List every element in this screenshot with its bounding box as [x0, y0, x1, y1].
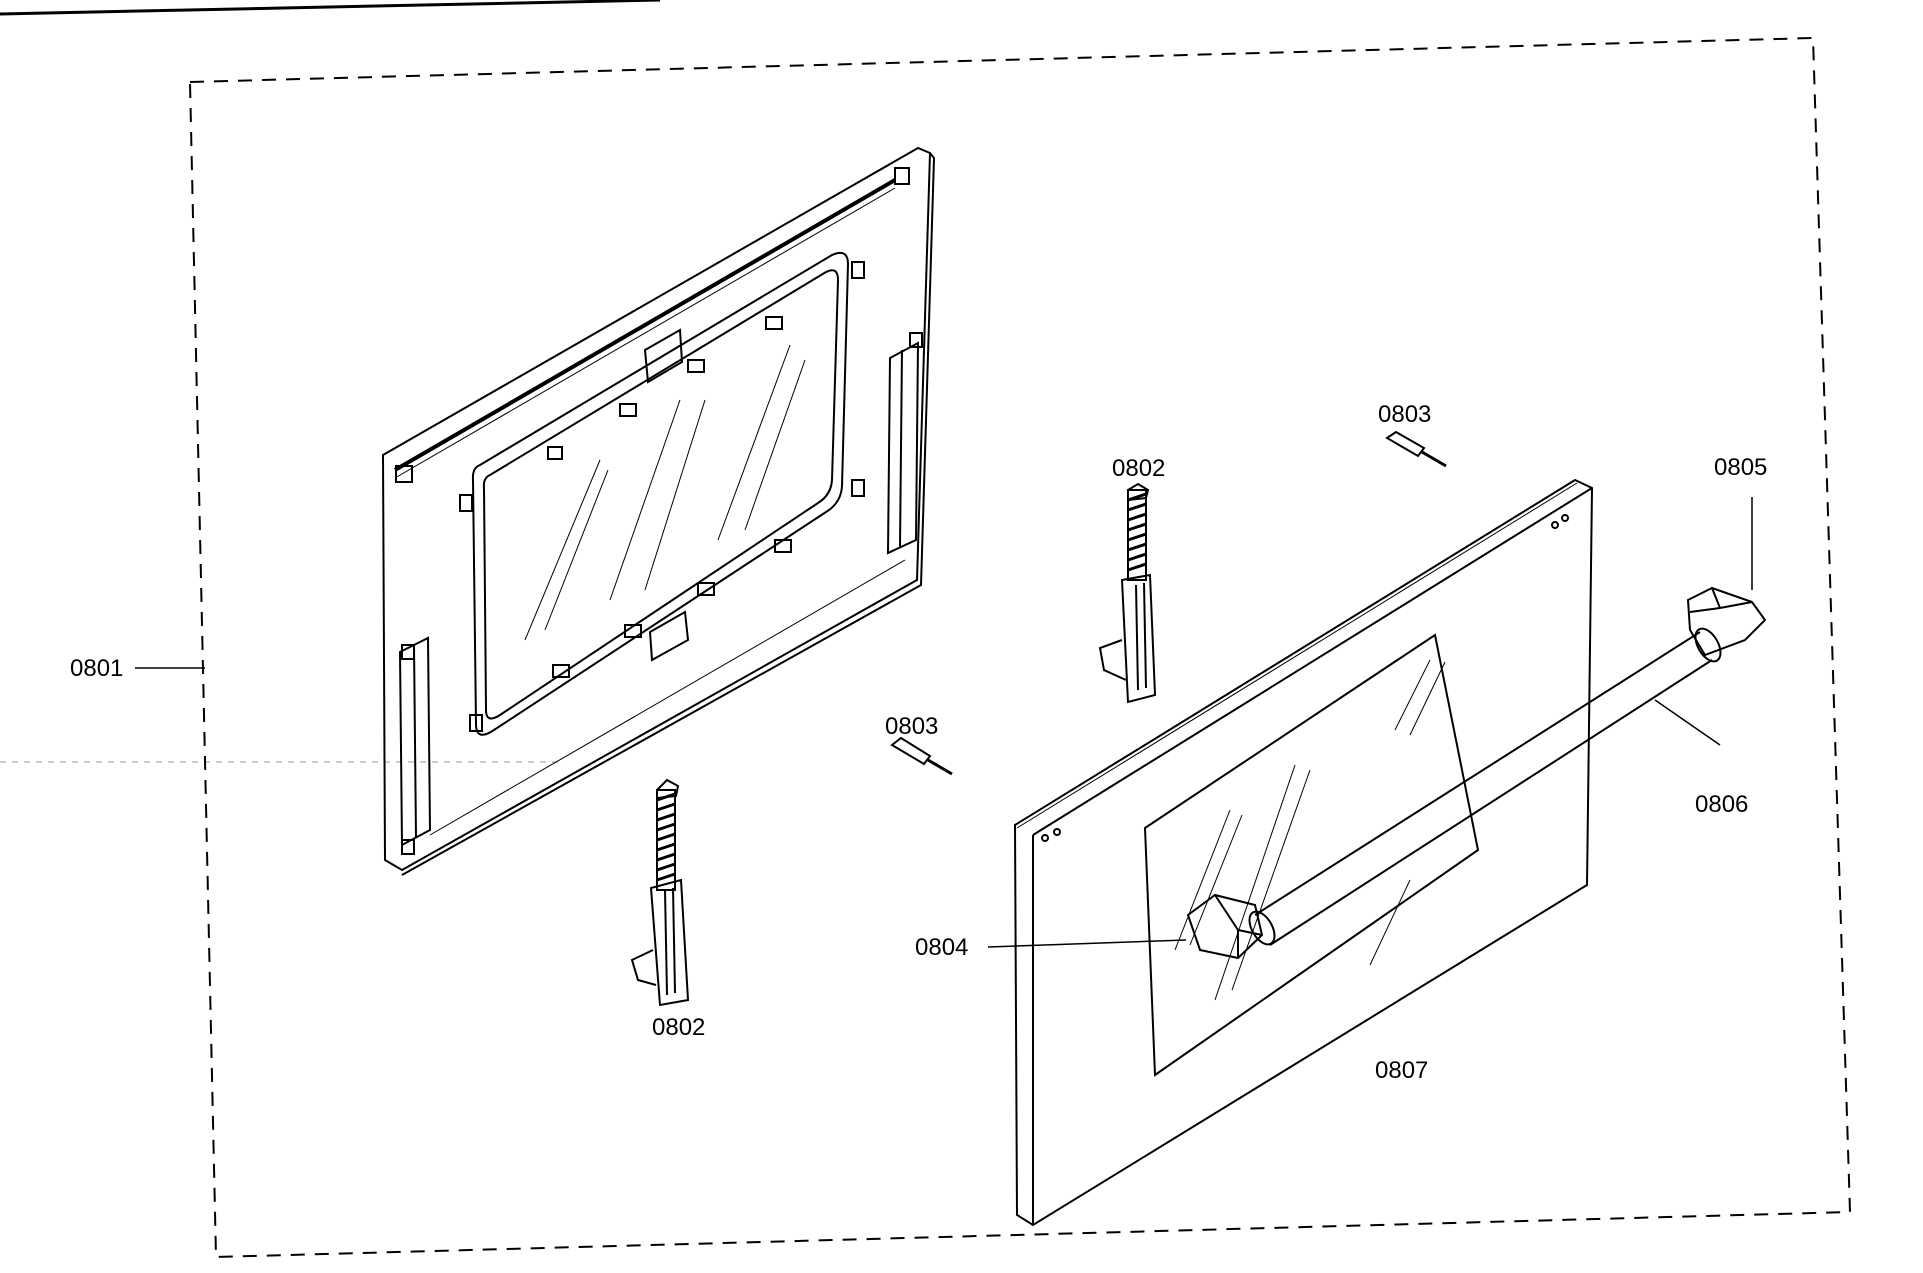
label-0806: 0806 [1695, 791, 1748, 818]
label-0804: 0804 [915, 934, 968, 961]
hinge-top [1098, 482, 1157, 704]
inner-door-frame [381, 146, 936, 876]
label-0803-mid: 0803 [885, 713, 938, 740]
screw-mid [890, 736, 953, 776]
handle-assembly [1186, 586, 1767, 960]
screw-top [1385, 430, 1447, 468]
label-0802-bottom: 0802 [652, 1014, 705, 1041]
header-rule [0, 0, 661, 16]
label-0803-top: 0803 [1378, 401, 1431, 428]
label-0805: 0805 [1714, 454, 1767, 481]
leader-lines [135, 497, 1753, 948]
label-0801: 0801 [70, 655, 123, 682]
leader-0804 [987, 939, 1187, 948]
hinge-bottom [630, 778, 690, 1007]
label-0802-top: 0802 [1112, 455, 1165, 482]
label-0807: 0807 [1375, 1057, 1428, 1084]
leader-0806 [1654, 699, 1721, 746]
outer-door-panel [1013, 478, 1594, 1227]
assembly-boundary [188, 36, 1852, 1259]
